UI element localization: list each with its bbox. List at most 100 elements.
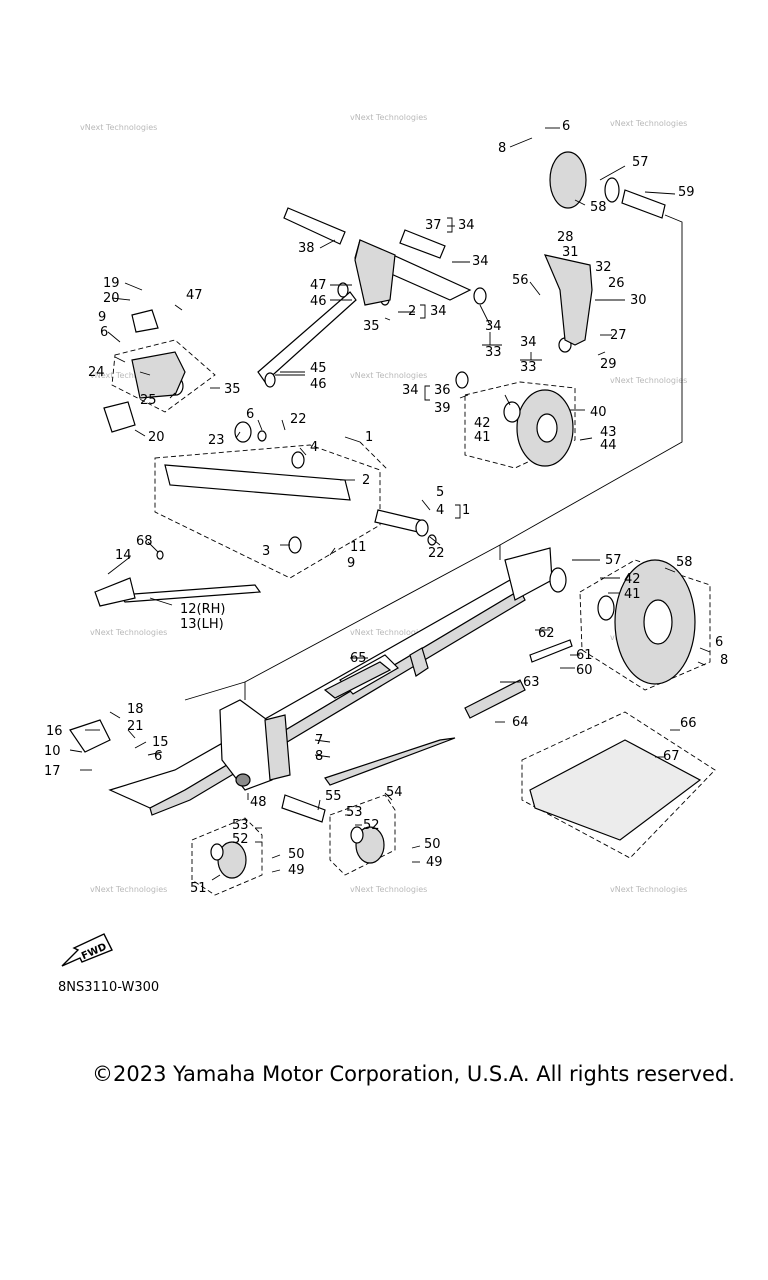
part-label: 30 [630,293,647,308]
part-label: 42 [474,416,491,431]
part-label: 38 [298,241,315,256]
leader-lines [69,127,711,881]
part-label: 47 [186,288,203,303]
watermark: vNext Technologies [610,119,687,128]
part-label: 39 [434,401,451,416]
slide-runners [323,661,526,786]
part-label: 6 [715,635,723,650]
part-label: 24 [88,365,105,380]
part-label: 67 [663,749,680,764]
part-label: 26 [608,276,625,291]
part-label: 3 [262,544,270,559]
part-label: 41 [624,587,641,602]
part-label: 25 [140,393,157,408]
watermark: vNext Technologies [350,371,427,380]
part-label: 34 [430,304,447,319]
part-label: 34 [472,254,489,269]
watermark: vNext Technologies [80,123,157,132]
part-label: 53 [346,805,363,820]
part-label: 56 [512,273,529,288]
part-label: 8 [720,653,728,668]
part-label: 48 [250,795,267,810]
part-label: 6 [154,749,162,764]
part-label: 11 [350,540,367,555]
part-label: 49 [426,855,443,870]
part-label: 65 [350,651,367,666]
part-label: 8 [315,749,323,764]
part-label: 12(RH) [180,602,226,617]
part-label: 46 [310,294,327,309]
part-label: 7 [315,733,323,748]
watermark: vNext Technologies [610,885,687,894]
watermark: vNext Technologies [350,628,427,637]
part-label: 58 [676,555,693,570]
watermark: vNext Technologies [90,371,167,380]
small-parts [69,177,702,841]
part-label: 23 [208,433,225,448]
part-label: 31 [562,245,579,260]
part-label: 27 [610,328,627,343]
part-label: 21 [127,719,144,734]
part-label: 35 [224,382,241,397]
slide-rail-frame [108,547,553,816]
part-label: 66 [680,716,697,731]
part-label: 58 [590,200,607,215]
part-label: 42 [624,572,641,587]
part-label: 8 [498,141,506,156]
exploded-parts-diagram: vNext Technologies vNext Technologies vN… [44,113,728,896]
watermark: vNext Technologies [90,628,167,637]
part-label: 15 [152,735,169,750]
part-label: 50 [424,837,441,852]
part-label: 19 [103,276,120,291]
part-label: 43 [600,425,617,440]
part-label: 9 [347,556,355,571]
part-label: 46 [310,377,327,392]
arrow-icon [61,933,113,967]
part-label: 6 [100,325,108,340]
part-label: 60 [576,663,593,678]
part-label: 2 [362,473,370,488]
watermark: vNext Technologies [350,885,427,894]
part-label: 16 [46,724,63,739]
part-label: 49 [288,863,305,878]
part-label: 44 [600,438,617,453]
part-label: 10 [44,744,61,759]
part-label: 4 [436,503,444,518]
part-label: 68 [136,534,153,549]
part-label: 57 [632,155,649,170]
part-label: 28 [557,230,574,245]
part-label: 34 [402,383,419,398]
part-label: 6 [246,407,254,422]
part-label: 41 [474,430,491,445]
part-label: 52 [232,832,249,847]
part-label: 2 [408,304,416,319]
part-label: 14 [115,548,132,563]
part-label: 34 [458,218,475,233]
part-label: 9 [98,310,106,325]
part-label: 55 [325,789,342,804]
part-label: 57 [605,553,622,568]
part-label: 5 [436,485,444,500]
part-label: 64 [512,715,529,730]
wheels [210,151,696,879]
part-label: 22 [290,412,307,427]
part-label: 54 [386,785,403,800]
part-label: 1 [365,430,373,445]
part-label: 20 [148,430,165,445]
part-label: 37 [425,218,442,233]
bracket-markers [420,217,461,519]
part-label: 20 [103,291,120,306]
part-label: 63 [523,675,540,690]
part-label: 36 [434,383,451,398]
part-label: 35 [363,319,380,334]
part-label: 52 [363,818,380,833]
part-label: 22 [428,546,445,561]
watermark: vNext Technologies [350,113,427,122]
part-labels: 8 6 57 59 58 37 34 38 34 28 31 32 26 56 … [44,119,728,896]
part-label: 33 [520,360,537,375]
copyright-notice: ©2023 Yamaha Motor Corporation, U.S.A. A… [92,1062,735,1086]
part-label: 4 [310,440,318,455]
part-label: 13(LH) [180,617,224,632]
part-label: 34 [520,335,537,350]
part-label: 61 [576,648,593,663]
